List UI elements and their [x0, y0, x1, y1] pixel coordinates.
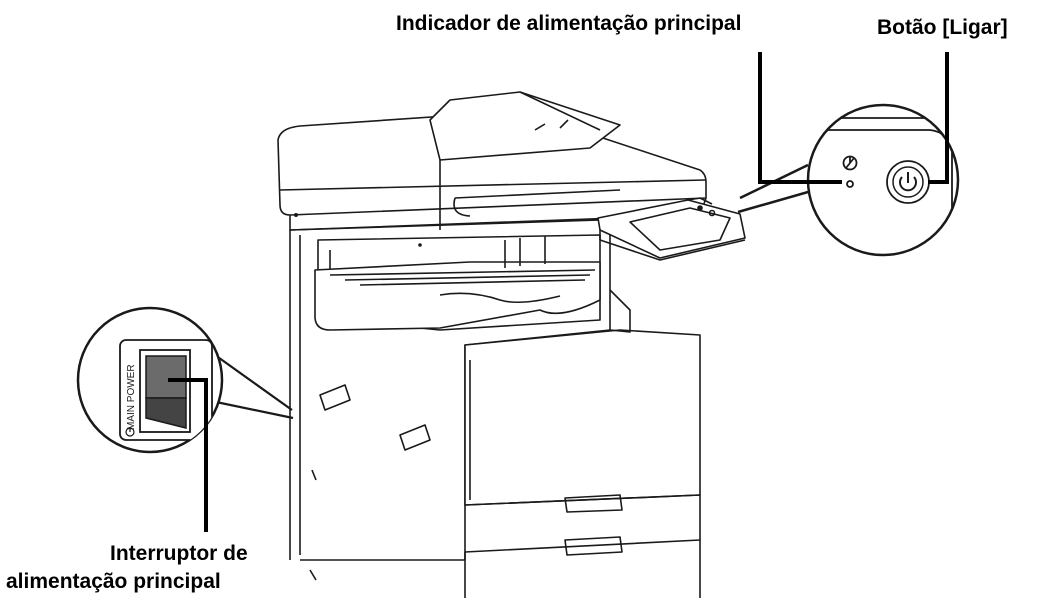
body-dot — [294, 213, 298, 217]
main-power-switch-label-line2: alimentação principal — [6, 570, 221, 593]
switch-panel-text: MAIN POWER — [126, 364, 137, 430]
main-power-indicator-icon — [842, 155, 858, 188]
main-power-rocker-switch — [145, 355, 187, 429]
main-power-indicator-label: Indicador de alimentação principal — [396, 12, 742, 35]
main-power-switch-label-line1: Interruptor de — [110, 542, 248, 565]
power-button-icon — [886, 160, 930, 204]
printer-body — [277, 91, 746, 598]
power-button-label: Botão [Ligar] — [877, 16, 1008, 39]
main-power-switch-magnifier: MAIN POWER — [76, 306, 294, 454]
callout-line-indicator — [758, 52, 842, 184]
callout-line-power-button — [928, 52, 949, 184]
callout-lines — [168, 52, 949, 532]
body-dot — [418, 243, 422, 247]
